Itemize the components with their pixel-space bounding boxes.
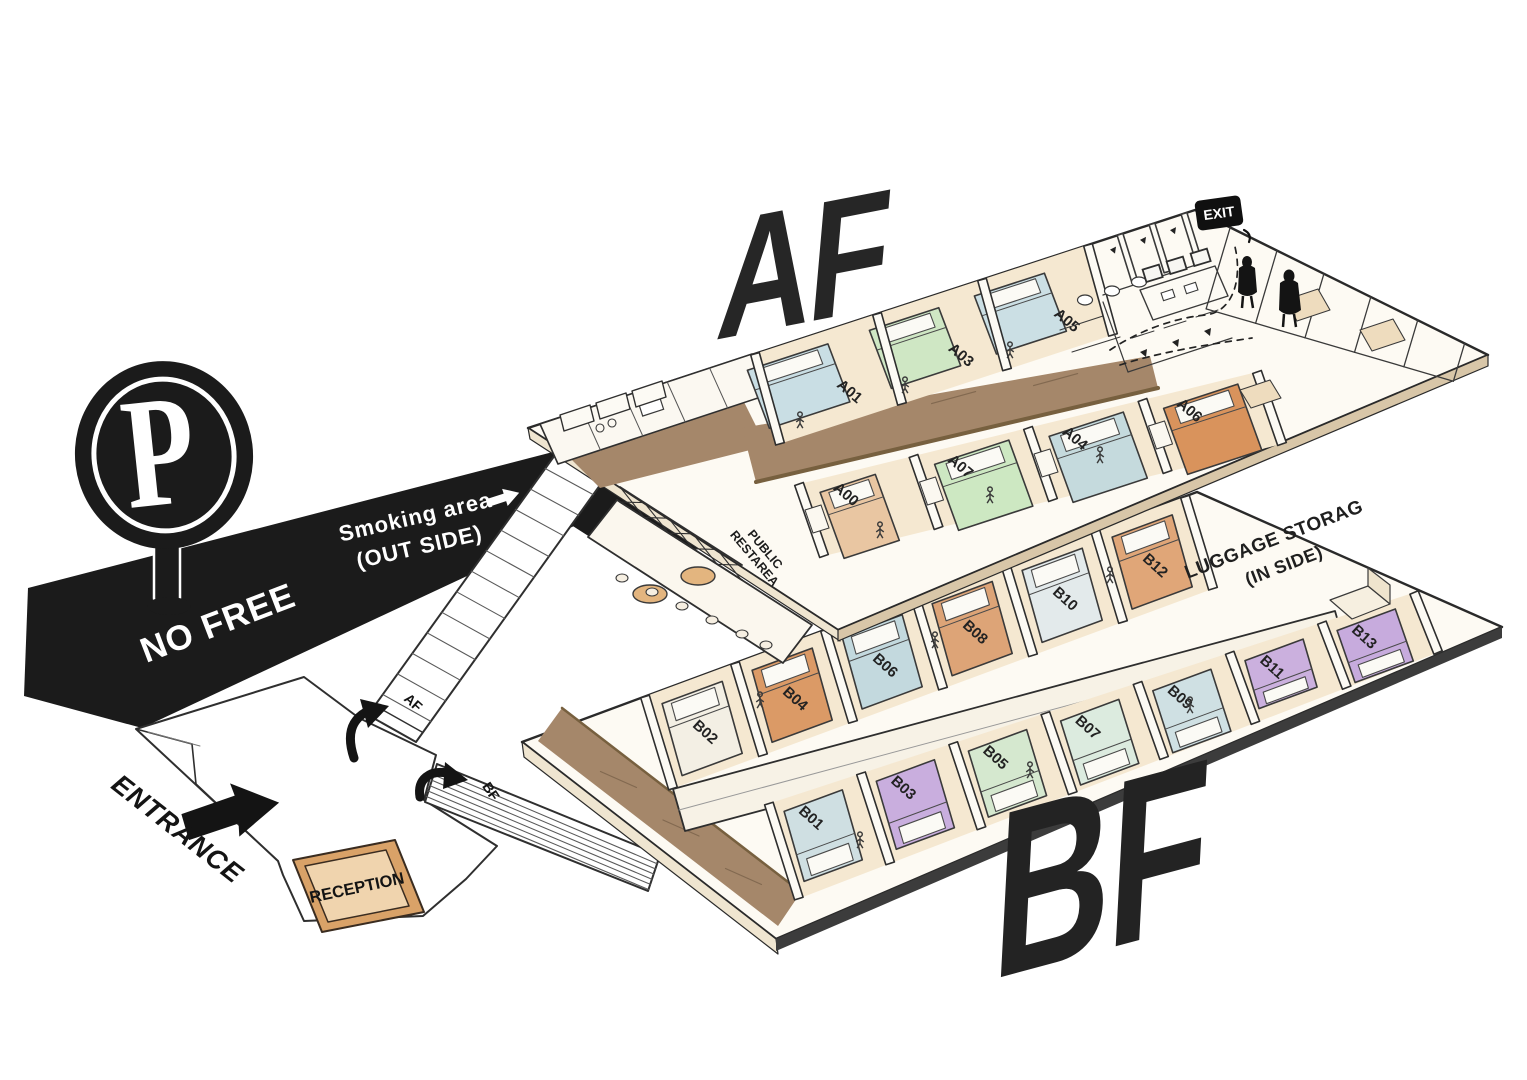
svg-text:BF: BF bbox=[987, 706, 1213, 1031]
svg-text:EXIT: EXIT bbox=[1202, 203, 1235, 223]
svg-text:AF: AF bbox=[711, 152, 895, 377]
